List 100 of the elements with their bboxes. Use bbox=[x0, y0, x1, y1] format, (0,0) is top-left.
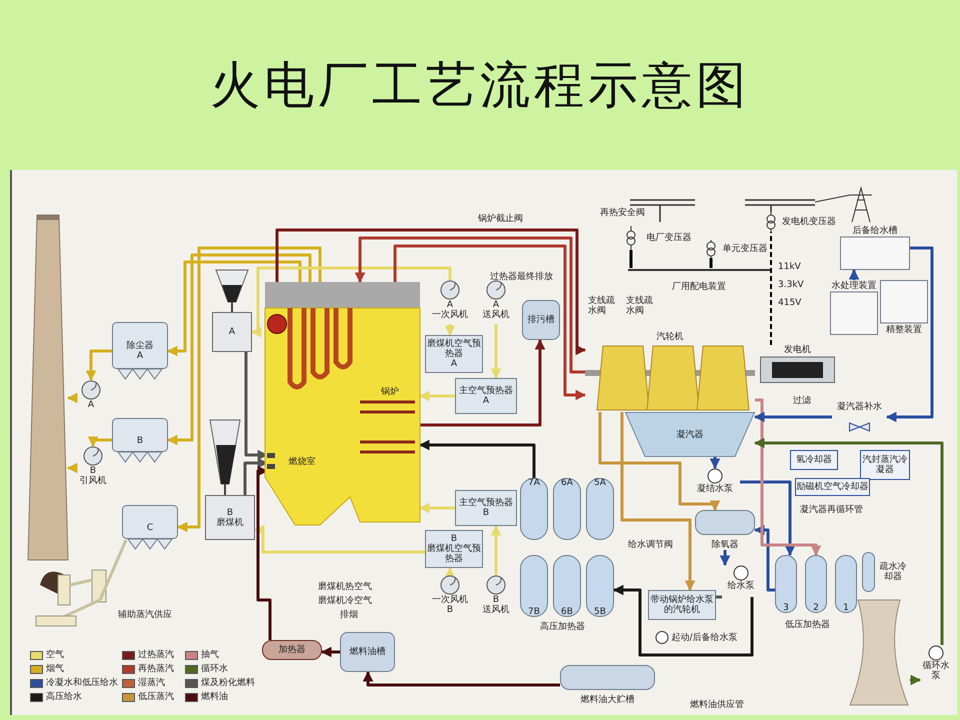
switchgear-busbar bbox=[628, 268, 770, 292]
deaerator bbox=[695, 510, 755, 550]
high-pressure-heater bbox=[586, 478, 614, 540]
feed-pump bbox=[655, 630, 740, 645]
reserve-water-tank bbox=[840, 225, 910, 270]
pipe bbox=[418, 502, 455, 514]
high-pressure-heater bbox=[520, 478, 548, 540]
pipe bbox=[166, 254, 312, 446]
component-label: 水处理装置 bbox=[832, 281, 876, 291]
pipe-label: 辅助蒸汽供应 bbox=[118, 610, 172, 620]
pipe bbox=[910, 674, 922, 686]
pipe-label: 凝汽器再循环管 bbox=[800, 505, 863, 515]
pipe-label: 再热安全阀 bbox=[600, 208, 645, 218]
polishing-unit bbox=[880, 280, 928, 335]
high-pressure-heater bbox=[586, 555, 614, 617]
component-label: 锅炉 bbox=[381, 387, 399, 397]
power-line bbox=[770, 232, 772, 345]
component-label: 5B bbox=[594, 607, 606, 617]
component-label: 主空气预热器 bbox=[459, 498, 513, 508]
pipe-label: 支线疏水阀 bbox=[588, 296, 616, 316]
component-label: 发电机变压器 bbox=[782, 217, 836, 227]
legend-label: 燃料油 bbox=[201, 692, 228, 702]
component-label: 磨煤机空气预热器 bbox=[426, 544, 482, 564]
component-label: 加热器 bbox=[278, 645, 306, 655]
pipe bbox=[362, 670, 560, 686]
oil-heater bbox=[262, 640, 322, 660]
high-pressure-heater bbox=[553, 555, 581, 617]
pipe bbox=[256, 466, 272, 640]
component-label: 除尘器 bbox=[126, 341, 154, 351]
component-label: 凝结水泵 bbox=[697, 484, 733, 494]
component-label: 带动锅炉给水泵的汽轮机 bbox=[650, 595, 714, 615]
pipe-label: 过热器最终排放 bbox=[490, 272, 553, 282]
component-label: A bbox=[88, 400, 94, 410]
component-label: 2 bbox=[813, 603, 819, 613]
coal-mill bbox=[212, 312, 252, 352]
pipe bbox=[886, 246, 934, 422]
component-label: 电厂变压器 bbox=[646, 233, 692, 243]
pipe-label: 给水调节阀 bbox=[628, 540, 673, 550]
steam-turbine bbox=[585, 332, 755, 412]
pipe bbox=[754, 438, 944, 645]
component-label: 后备给水槽 bbox=[852, 226, 898, 236]
legend-label: 烟气 bbox=[46, 664, 64, 674]
component-label: A bbox=[228, 327, 236, 337]
pipe-label: 415V bbox=[778, 298, 802, 308]
connecting-line bbox=[630, 250, 632, 268]
air-preheater bbox=[455, 490, 517, 526]
component-label: 7B bbox=[528, 607, 540, 617]
component-label: 送风机 bbox=[482, 605, 510, 615]
component-label: 凝汽器补水 bbox=[837, 402, 882, 412]
component-label: 引风机 bbox=[80, 476, 106, 486]
fuel-oil-storage-tank bbox=[560, 665, 655, 705]
pipe bbox=[420, 338, 546, 426]
component-label: B bbox=[90, 466, 96, 476]
condenser bbox=[625, 412, 755, 457]
pipe bbox=[418, 440, 536, 478]
pipe bbox=[490, 324, 502, 380]
legend-label: 抽气 bbox=[201, 650, 219, 660]
pipe bbox=[250, 266, 452, 338]
component-label: B bbox=[492, 595, 500, 605]
pipe bbox=[848, 268, 860, 280]
component-label: 主空气预热器 bbox=[459, 386, 513, 396]
connecting-line bbox=[710, 258, 712, 268]
component-label: 起动/后备给水泵 bbox=[671, 632, 738, 642]
pipe-label: 3.3kV bbox=[778, 280, 804, 290]
pipe bbox=[620, 412, 696, 592]
component-label: 1 bbox=[843, 603, 849, 613]
air-preheater bbox=[425, 335, 483, 373]
component-label: 单元变压器 bbox=[722, 244, 768, 254]
component-label: 燃料油大贮槽 bbox=[580, 695, 634, 705]
component-label: B bbox=[482, 508, 490, 518]
pipe-label: 排烟 bbox=[340, 610, 358, 620]
chimney bbox=[28, 215, 68, 560]
component-label: 厂用配电装置 bbox=[672, 282, 726, 292]
legend-label: 低压蒸汽 bbox=[138, 692, 174, 702]
component-label: 励磁机空气冷却器 bbox=[796, 482, 868, 492]
component-label: B bbox=[450, 534, 458, 544]
pipe bbox=[710, 457, 720, 470]
pipe bbox=[88, 436, 112, 448]
water-treatment-unit bbox=[830, 280, 878, 335]
component-label: A bbox=[136, 351, 144, 361]
transformer bbox=[705, 240, 769, 258]
pipe-label: 磨煤机热空气 bbox=[318, 582, 372, 592]
legend-label: 高压给水 bbox=[46, 692, 82, 702]
component-label: 排污槽 bbox=[528, 315, 554, 325]
cooling-tower bbox=[848, 600, 910, 705]
pipe bbox=[86, 350, 112, 382]
low-pressure-heater bbox=[805, 555, 827, 613]
connecting-line bbox=[716, 596, 722, 598]
component-label: 5A bbox=[594, 478, 606, 488]
pipe bbox=[755, 398, 822, 556]
pipe-label: 支线疏水阀 bbox=[626, 296, 654, 316]
dust-collector bbox=[122, 505, 178, 550]
component-label: 3 bbox=[783, 603, 789, 613]
component-label: 6B bbox=[561, 607, 573, 617]
pipe-label: 过滤 bbox=[793, 396, 811, 406]
pipe bbox=[418, 390, 455, 402]
pipe-label: 低压加热器 bbox=[785, 620, 830, 630]
component-label: 循环水泵 bbox=[922, 661, 950, 681]
high-pressure-heater bbox=[553, 478, 581, 540]
legend-label: 冷凝水和低压给水 bbox=[46, 678, 118, 688]
